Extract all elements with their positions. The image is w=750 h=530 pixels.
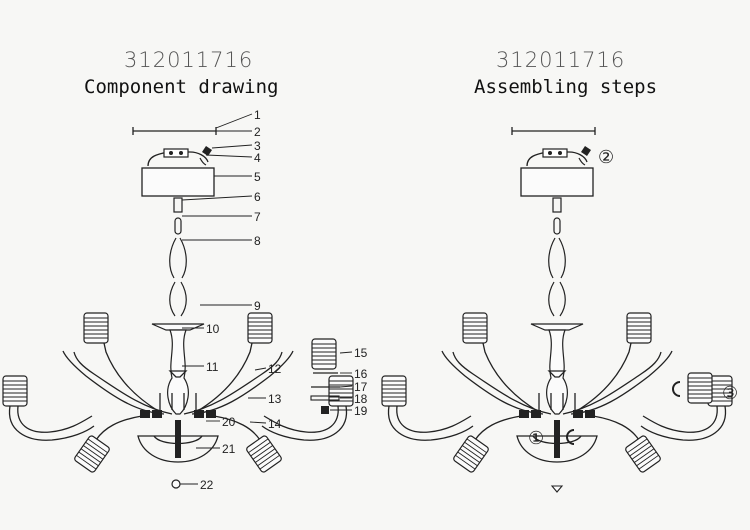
callout-16: 16	[354, 367, 368, 381]
callout-21: 21	[222, 442, 236, 456]
shade-being-fitted	[687, 372, 713, 404]
callout-9: 9	[254, 299, 261, 313]
callout-1: 1	[254, 108, 261, 122]
rotate-arrow-icon	[566, 429, 575, 445]
callout-12: 12	[268, 362, 282, 376]
component-drawing: 1 2 3 4 5 6 7 8 9 10 11 12 13 14 15 16 1…	[3, 108, 368, 492]
step-2-marker: ②	[598, 147, 614, 167]
finial-assembly	[550, 485, 564, 493]
callout-3: 3	[254, 139, 261, 153]
callout-15: 15	[354, 346, 368, 360]
callout-5: 5	[254, 170, 261, 184]
callout-22: 22	[200, 478, 214, 492]
leader-lines	[180, 113, 353, 485]
callout-8: 8	[254, 234, 261, 248]
callout-20: 20	[222, 415, 236, 429]
callout-11: 11	[206, 360, 219, 374]
callout-4: 4	[254, 151, 261, 165]
part-18	[310, 395, 340, 401]
rotate-arrow-icon	[672, 381, 681, 397]
callout-2: 2	[254, 125, 261, 139]
callout-6: 6	[254, 190, 261, 204]
left-title: Component drawing	[84, 76, 279, 98]
part-19	[321, 406, 329, 414]
callout-17: 17	[354, 380, 368, 394]
callout-19: 19	[354, 404, 368, 418]
finial-knob	[171, 479, 181, 489]
spare-shade	[311, 338, 337, 370]
callout-18: 18	[354, 392, 368, 406]
step-3-marker: ③	[722, 383, 738, 403]
right-product-code: 312011716	[496, 48, 626, 72]
left-product-code: 312011716	[124, 48, 254, 72]
right-title: Assembling steps	[474, 76, 658, 98]
callout-13: 13	[268, 392, 282, 406]
callout-10: 10	[206, 322, 220, 336]
callout-7: 7	[254, 210, 261, 224]
step-1-marker: ①	[528, 428, 544, 448]
callout-14: 14	[268, 417, 282, 431]
assembling-steps-drawing: ② ① ③	[382, 126, 738, 493]
